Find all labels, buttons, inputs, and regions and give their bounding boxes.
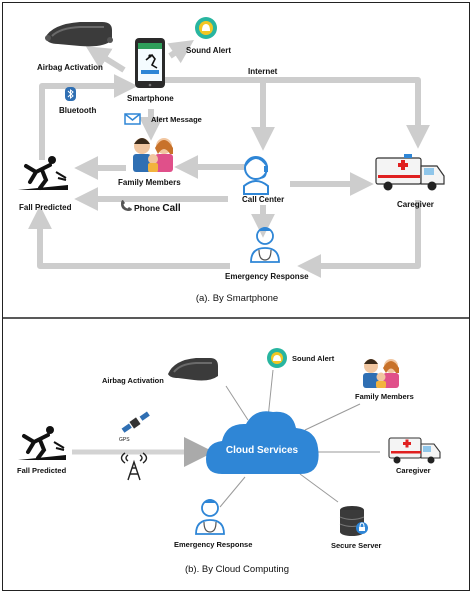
caption-panel-a: (a). By Smartphone	[196, 293, 278, 304]
airbag-device-icon-b	[168, 358, 218, 381]
panel-b-connectors	[219, 369, 380, 508]
family-members-icon	[133, 138, 173, 172]
sound-alert-icon	[195, 17, 217, 39]
label-emergency-response: Emergency Response	[225, 272, 309, 281]
airbag-device-icon	[45, 22, 113, 47]
family-members-icon-b	[363, 359, 399, 388]
label-sound-alert-b: Sound Alert	[292, 354, 335, 363]
arrow-smartphone-to-sound	[167, 40, 194, 64]
bluetooth-icon	[65, 87, 76, 101]
call-center-icon	[243, 156, 269, 195]
label-caregiver: Caregiver	[397, 200, 434, 209]
label-internet: Internet	[248, 67, 278, 76]
cloud-services-icon	[206, 411, 319, 474]
doctor-icon	[250, 227, 280, 263]
panel-b-labels: Airbag Activation Sound Alert Family Mem…	[17, 354, 431, 575]
arrow-fall-to-smartphone	[39, 74, 138, 160]
label-phone-call: Phone Call	[134, 203, 181, 214]
label-family-members: Family Members	[118, 178, 181, 187]
doctor-icon-b	[195, 499, 225, 535]
phone-call-icon	[121, 200, 132, 211]
label-fall-predicted-b: Fall Predicted	[17, 466, 67, 475]
arrow-internet-line	[164, 77, 430, 149]
signal-tower-icon	[120, 452, 148, 481]
label-sound-alert: Sound Alert	[186, 46, 231, 55]
envelope-icon	[124, 113, 141, 125]
label-cloud-services: Cloud Services	[226, 445, 299, 456]
label-fall-predicted: Fall Predicted	[19, 203, 72, 212]
arrow-caregiver-to-emergency	[297, 200, 421, 278]
label-gps: GPS	[119, 437, 130, 443]
gps-satellite-icon	[121, 411, 150, 433]
label-airbag-activation: Airbag Activation	[37, 63, 103, 72]
label-caregiver-b: Caregiver	[396, 466, 431, 475]
sound-alert-icon-b	[267, 348, 287, 368]
caption-panel-b: (b). By Cloud Computing	[185, 564, 289, 575]
secure-server-icon	[339, 506, 368, 536]
label-family-members-b: Family Members	[355, 392, 414, 401]
ambulance-icon-b	[388, 437, 441, 464]
label-bluetooth: Bluetooth	[59, 106, 96, 115]
label-secure-server: Secure Server	[331, 541, 382, 550]
panel-a-arrows	[28, 40, 430, 278]
label-alert-message: Alert Message	[151, 115, 202, 124]
arrow-smartphone-to-airbag	[85, 46, 126, 73]
label-call-center: Call Center	[242, 195, 284, 204]
ambulance-icon	[375, 154, 445, 191]
label-smartphone: Smartphone	[127, 94, 174, 103]
smartphone-icon	[135, 38, 165, 88]
fall-predicted-icon	[18, 156, 68, 190]
fall-predicted-icon-b	[18, 426, 66, 460]
panel-a-labels: Airbag Activation Sound Alert Smartphone…	[19, 46, 434, 304]
label-airbag-activation-b: Airbag Activation	[102, 376, 164, 385]
label-emergency-response-b: Emergency Response	[174, 540, 252, 549]
arrow-emergency-to-fall	[28, 205, 230, 269]
figure-frame	[2, 2, 470, 591]
